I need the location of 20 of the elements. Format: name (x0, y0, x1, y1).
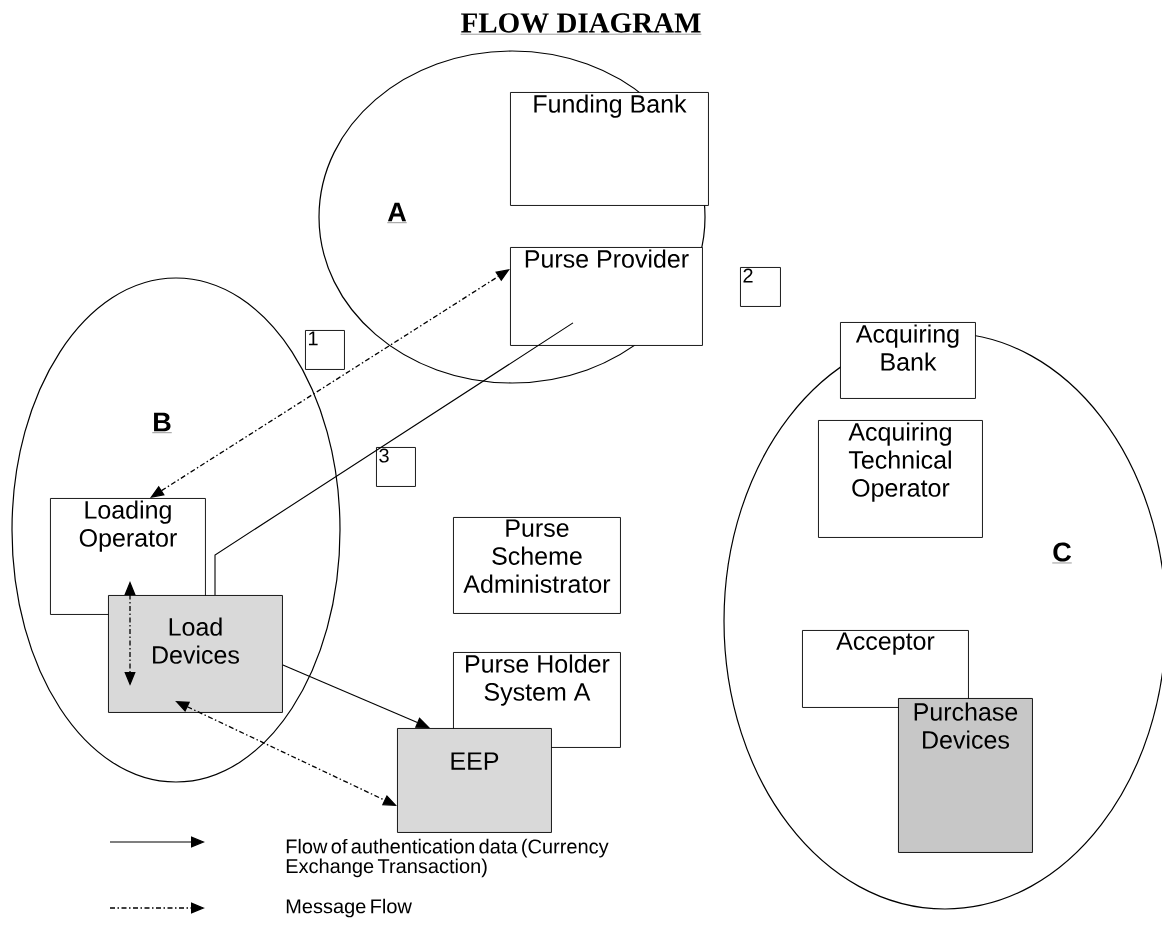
process-box: Acquiring Bank (840, 322, 976, 399)
legend-text: Flow of authentication data (Currency Exchange Transaction) (286, 838, 609, 878)
process-box: Purchase Devices (898, 698, 1033, 853)
title: FLOW DIAGRAM (460, 13, 702, 35)
process-box: Load Devices (108, 595, 283, 713)
arrow (150, 269, 510, 498)
arrow (282, 664, 430, 728)
process-box: Loading Operator (50, 498, 206, 615)
legend-text: Message Flow (286, 898, 412, 918)
group-label: B (152, 412, 172, 433)
number-box: 3 (376, 447, 416, 487)
number-box: 1 (305, 330, 345, 370)
process-box: Purse Scheme Administrator (453, 517, 621, 614)
group-label: C (1052, 542, 1072, 564)
process-box: Acquiring Technical Operator (818, 420, 983, 538)
number-box: 2 (740, 267, 781, 307)
process-box: Purse Provider (510, 247, 703, 346)
process-box: EEP (397, 728, 552, 833)
group-label: A (387, 202, 407, 223)
process-box: Funding Bank (510, 92, 709, 206)
